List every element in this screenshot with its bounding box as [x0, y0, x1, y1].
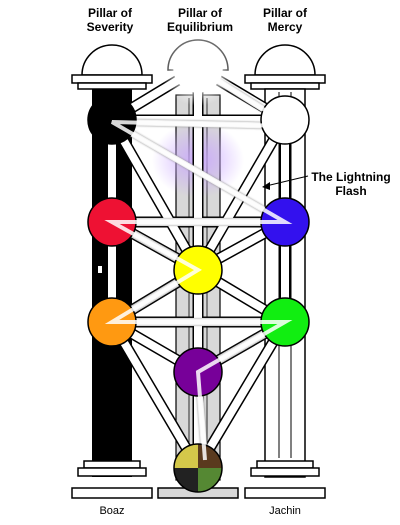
lightning-arrow [265, 175, 309, 187]
lightning-flash-line1: The Lightning [311, 170, 391, 184]
sphere-malkuth-quarter-3 [174, 444, 198, 468]
path-netzach-malkuth [194, 319, 289, 471]
pillar-severity-label: Pillar of Severity [80, 6, 140, 34]
sphere-binah [87, 95, 137, 145]
pillar-equilibrium-line1: Pillar of [177, 6, 222, 20]
pillar-mercy-line2: Mercy [267, 20, 303, 34]
pillar-mercy-label: Pillar of Mercy [255, 6, 315, 34]
lightning-arrowhead [262, 182, 270, 190]
spheres [87, 30, 310, 493]
path-binah-tiphareth [108, 118, 202, 272]
lightning-flash-label: The Lightning Flash [306, 170, 396, 198]
pillar-equilibrium-line2: Equilibrium [167, 20, 233, 34]
sphere-malkuth-quarter-1 [198, 468, 222, 492]
pillar-severity-line1: Pillar of [87, 6, 132, 20]
jachin-label: Jachin [269, 505, 301, 517]
sphere-malkuth [173, 443, 223, 493]
boaz-label: Boaz [99, 505, 125, 517]
sphere-chokmah [260, 95, 310, 145]
sphere-malkuth-quarter-2 [174, 468, 198, 492]
pillar-severity-line2: Severity [86, 20, 134, 34]
pillar-equilibrium-label: Pillar of Equilibrium [155, 6, 245, 34]
lightning-flash-line2: Flash [335, 184, 367, 198]
pillar-of-severity [71, 44, 153, 499]
path-hod-malkuth [108, 319, 202, 471]
pillar-mercy-line1: Pillar of [262, 6, 307, 20]
lightning-flash-highlight [104, 66, 298, 461]
